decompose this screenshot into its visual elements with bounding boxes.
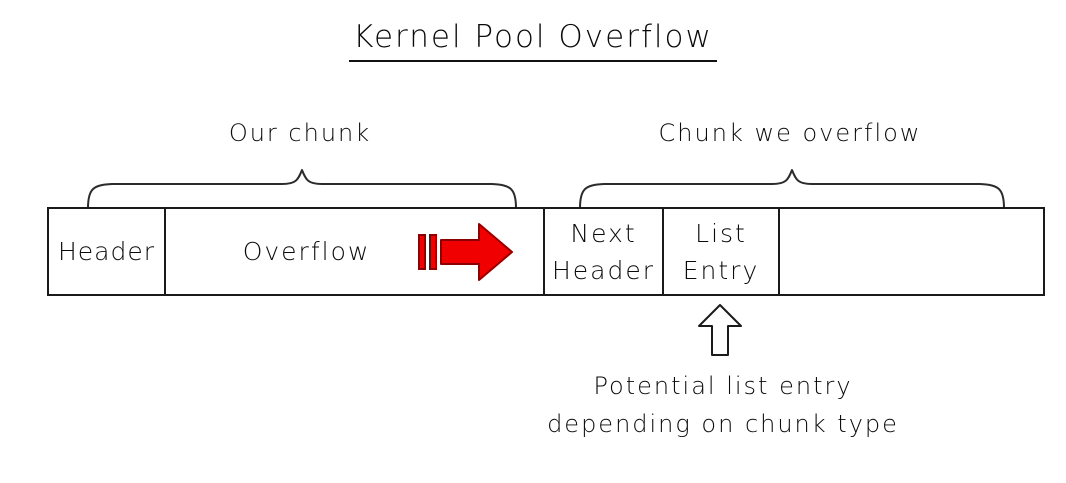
page-title: Kernel Pool Overflow	[0, 18, 1066, 62]
memory-cell-list-entry-line2: Entry	[682, 255, 760, 285]
page-title-text: Kernel Pool Overflow	[349, 18, 717, 62]
red-right-arrow-icon	[417, 221, 515, 283]
outlined-up-arrow-icon	[698, 304, 742, 356]
memory-cell-header-label: Header	[57, 236, 156, 266]
callout-caption: Potential list entry depending on chunk …	[433, 367, 1013, 443]
memory-cell-list-entry-label: List Entry	[683, 215, 760, 289]
callout-caption-line1: Potential list entry	[593, 372, 853, 400]
memory-cell-header[interactable]: Header	[49, 209, 166, 294]
red-arrow-head-icon	[440, 222, 513, 281]
memory-cell-overflow[interactable]: Overflow	[166, 209, 545, 294]
memory-cell-next-header[interactable]: Next Header	[545, 209, 664, 294]
memory-cell-overflow-label: Overflow	[242, 236, 371, 266]
memory-cell-next-header-label: Next Header	[552, 215, 655, 289]
memory-cell-list-entry-line1: List	[695, 218, 747, 248]
brace-label-chunk-we-overflow: Chunk we overflow	[658, 119, 922, 147]
callout-caption-line2: depending on chunk type	[547, 410, 899, 438]
memory-cell-empty[interactable]	[780, 209, 1043, 294]
memory-cell-list-entry[interactable]: List Entry	[664, 209, 780, 294]
memory-layout-bar: Header Overflow Next Header	[47, 207, 1045, 296]
red-motion-lines-icon	[418, 233, 437, 270]
memory-cell-next-header-line2: Header	[551, 255, 656, 285]
curly-brace-chunk-we-overflow	[579, 169, 1005, 209]
memory-cell-next-header-line1: Next	[570, 218, 637, 248]
brace-label-our-chunk: Our chunk	[228, 119, 372, 147]
curly-brace-our-chunk	[87, 169, 517, 209]
